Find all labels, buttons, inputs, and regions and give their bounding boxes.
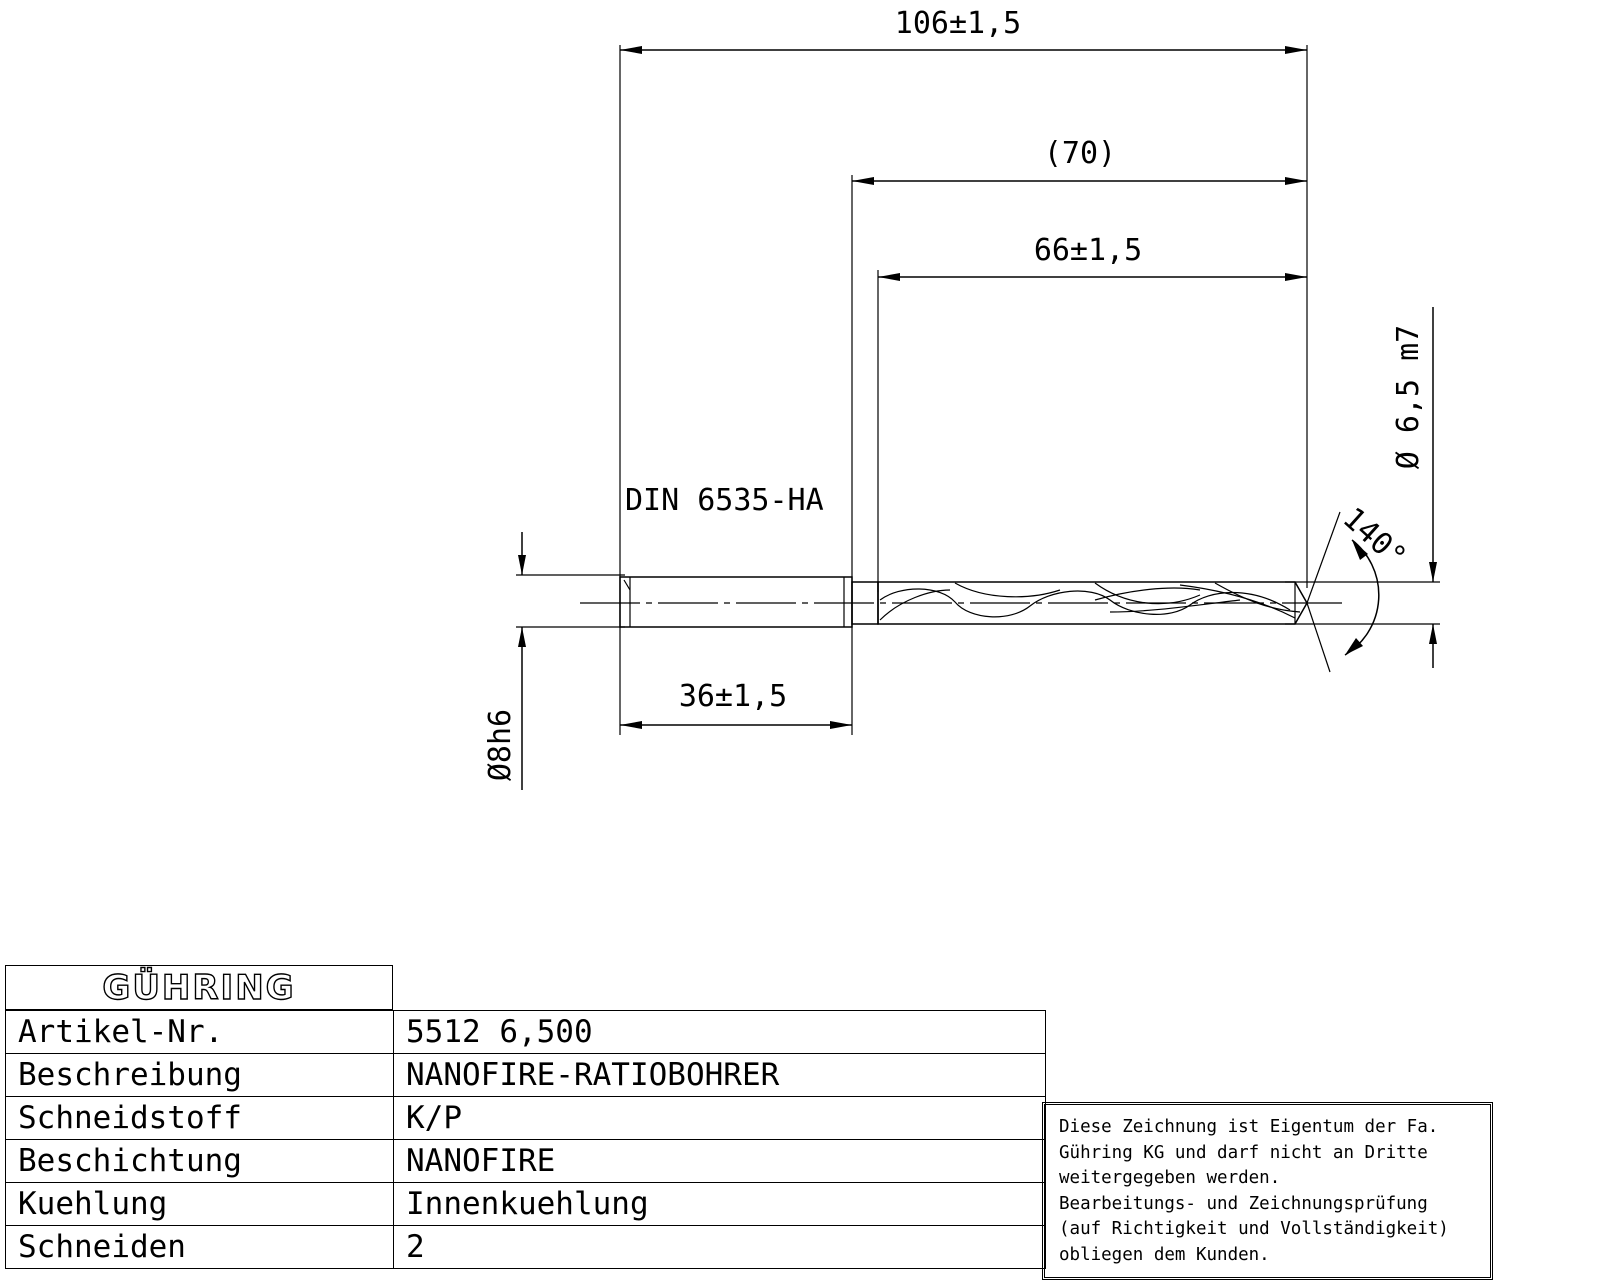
notice-line: obliegen dem Kunden. [1059,1244,1270,1265]
guehring-logo: GÜHRING [102,967,296,1008]
dim-shank-diameter-label: Ø8h6 [483,709,518,781]
dim-shank-length-label: 36±1,5 [679,679,787,714]
din-standard-label: DIN 6535-HA [625,483,824,518]
dim-cutting-diameter: Ø 6,5 m7 [1285,307,1440,668]
row-key: Schneiden [5,1225,394,1269]
title-block-table: Artikel-Nr. 5512 6,500 Beschreibung NANO… [5,1010,1046,1269]
ownership-notice: Diese Zeichnung ist Eigentum der Fa. Güh… [1042,1102,1493,1280]
notice-line: weitergegeben werden. [1059,1168,1281,1188]
dim-shank-diameter: Ø8h6 [483,532,625,790]
drill-shank [619,576,853,628]
row-value: 2 [393,1225,1046,1269]
row-value: NANOFIRE-RATIOBOHRER [393,1053,1046,1097]
row-key: Kuehlung [5,1182,394,1226]
notice-line: Diese Zeichnung ist Eigentum der Fa. [1059,1117,1439,1137]
dim-flute-length-ref-label: (70) [1044,136,1116,171]
row-key: Beschichtung [5,1139,394,1183]
table-row: Beschreibung NANOFIRE-RATIOBOHRER [5,1053,1046,1097]
table-row: Schneiden 2 [5,1225,1046,1269]
dim-shank-length: 36±1,5 [620,679,852,729]
dim-flute-length: 66±1,5 [878,233,1307,281]
dim-total-length: 106±1,5 [620,6,1307,54]
drill-flute-body [877,581,1308,625]
row-key: Artikel-Nr. [5,1010,394,1054]
row-key: Schneidstoff [5,1096,394,1140]
table-row: Schneidstoff K/P [5,1096,1046,1140]
row-key: Beschreibung [5,1053,394,1097]
row-value: NANOFIRE [393,1139,1046,1183]
row-value: K/P [393,1096,1046,1140]
dim-point-angle-label: 140° [1336,501,1413,575]
logo-box: GÜHRING [5,965,393,1010]
table-row: Kuehlung Innenkuehlung [5,1182,1046,1226]
notice-line: Gühring KG und darf nicht an Dritte [1059,1142,1428,1163]
notice-line: (auf Richtigkeit und Vollständigkeit) [1059,1219,1449,1239]
drill-body [580,576,1345,628]
row-value: 5512 6,500 [393,1010,1046,1054]
table-row: Artikel-Nr. 5512 6,500 [5,1010,1046,1054]
dim-total-length-label: 106±1,5 [895,6,1021,41]
dim-point-angle: 140° [1306,501,1413,673]
notice-line: Bearbeitungs- und Zeichnungsprüfung [1059,1193,1428,1214]
dim-cutting-diameter-label: Ø 6,5 m7 [1391,325,1426,470]
dim-flute-length-label: 66±1,5 [1034,233,1142,268]
table-row: Beschichtung NANOFIRE [5,1139,1046,1183]
row-value: Innenkuehlung [393,1182,1046,1226]
dim-flute-length-ref: (70) [852,136,1307,185]
